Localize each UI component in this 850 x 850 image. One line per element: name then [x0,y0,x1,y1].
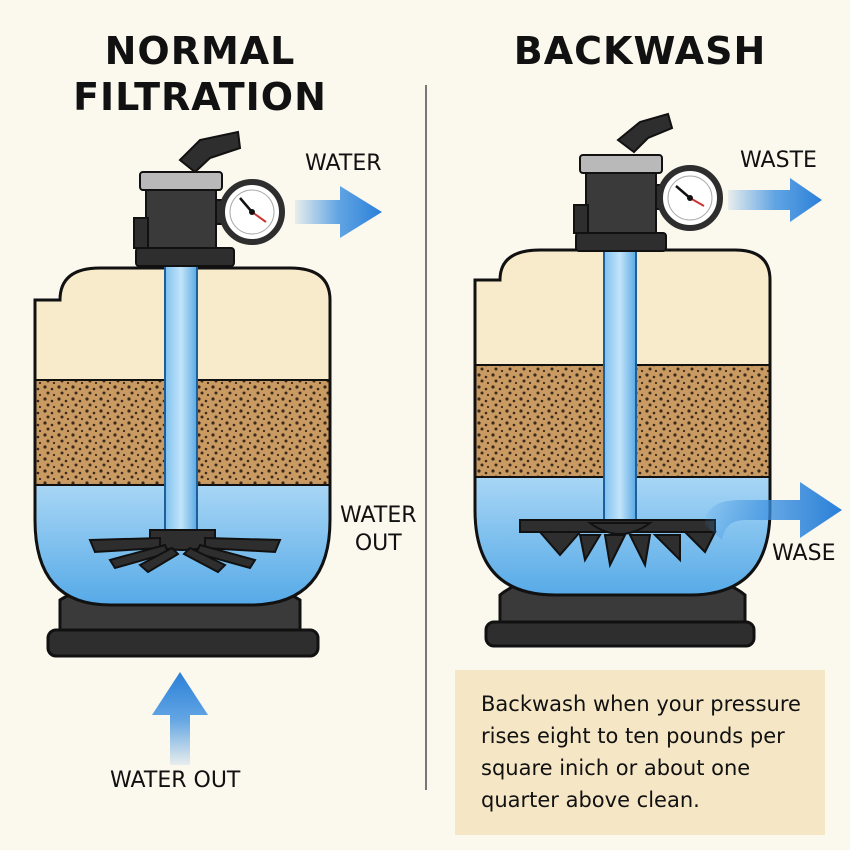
left-laterals [88,529,282,574]
left-filter-tank [33,130,332,658]
flow-arrow-icon-left-top [295,186,382,238]
flow-arrow-icon-right-side [705,482,842,540]
label-left-top-arrow: WATER [305,151,382,176]
flow-arrow-icon-left-bottom [152,672,208,765]
backwash-note: Backwash when your pressure rises eight … [455,670,825,835]
backwash-note-text: Backwash when your pressure rises eight … [481,692,801,812]
label-left-side: WATER OUT [340,503,417,556]
panel-divider [425,85,427,790]
flow-arrow-icon-right-top [728,178,822,222]
left-standpipe [164,261,198,535]
label-left-bottom-arrow: WATER OUT [110,768,241,793]
pressure-gauge-icon [657,165,723,231]
multiport-valve-icon [133,130,242,267]
multiport-valve-icon [573,112,674,252]
label-right-side-arrow: WASE [772,541,836,566]
panel-title-backwash: BACKWASH [513,29,767,73]
panel-title-normal-filtration: NORMAL FILTRATION [73,29,327,119]
right-standpipe [603,244,637,524]
label-right-top-arrow: WASTE [740,148,817,173]
right-filter-tank [473,112,772,648]
pressure-gauge-icon [219,179,285,245]
right-laterals [519,519,717,569]
